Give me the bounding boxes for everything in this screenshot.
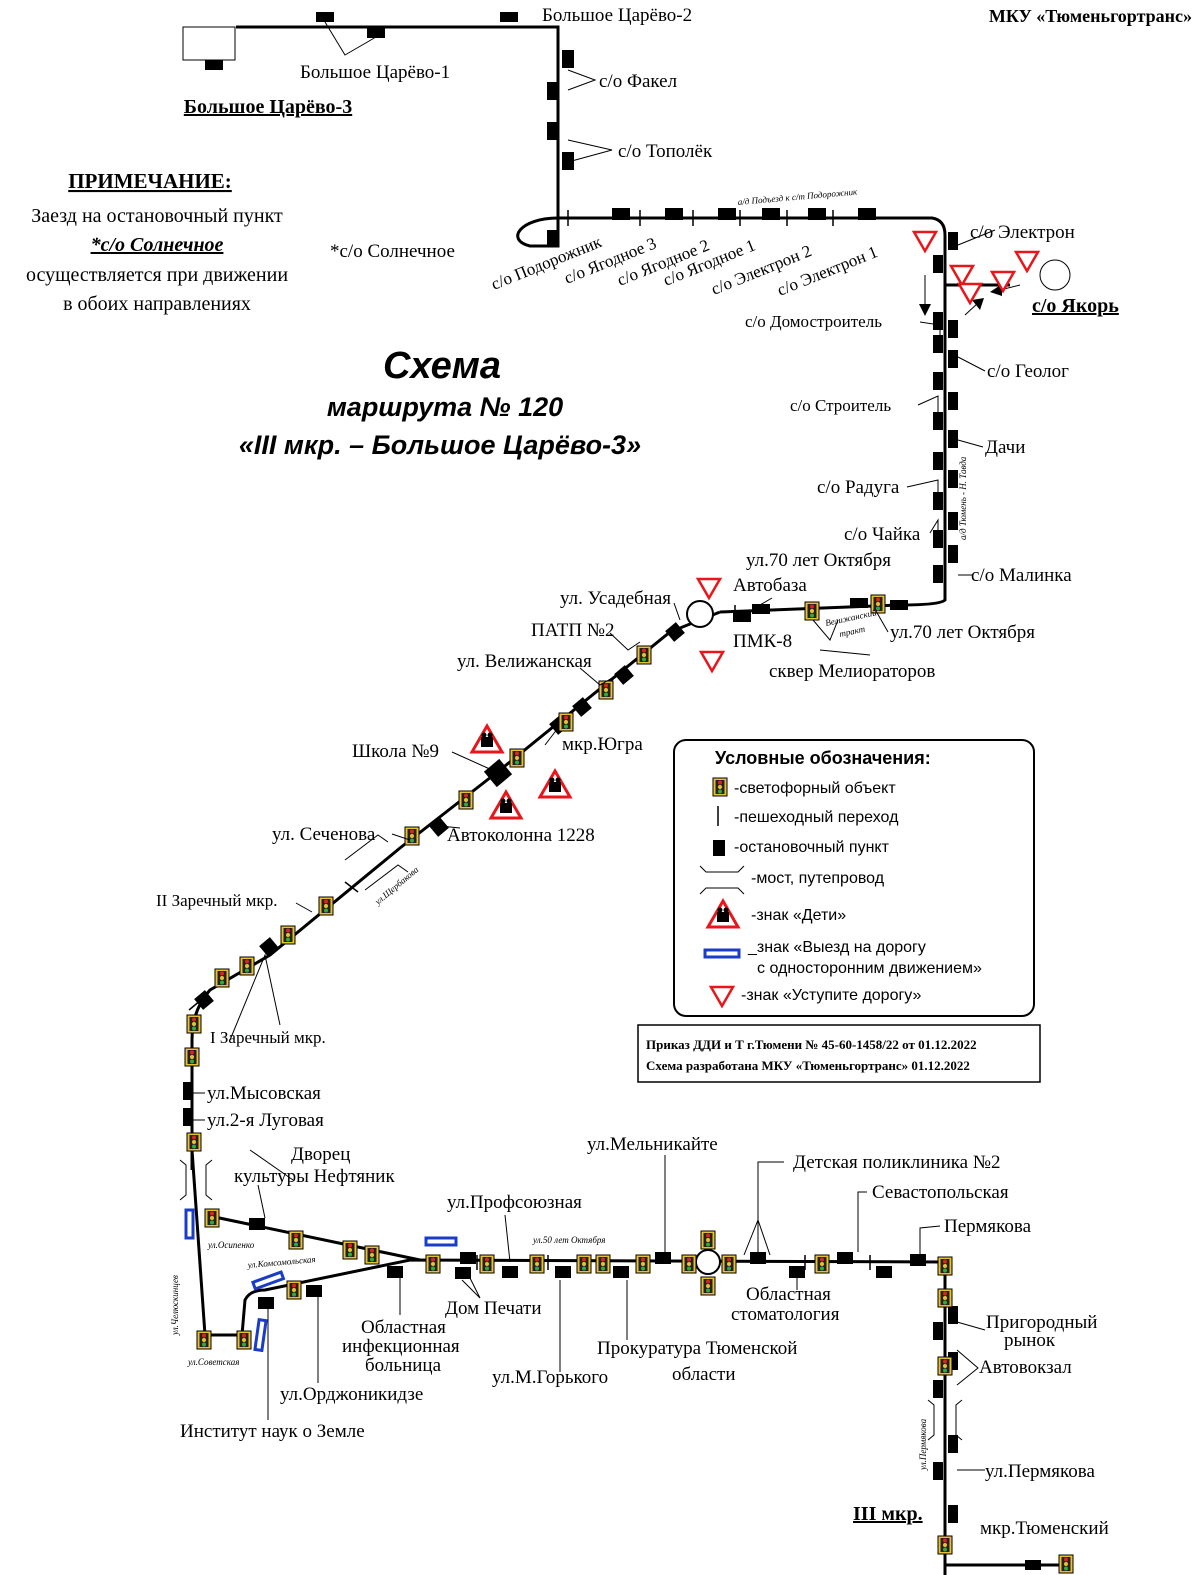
stop-label: Дворец	[291, 1144, 350, 1165]
stop-label: ул.М.Горького	[492, 1367, 608, 1388]
stop-label: с/о Геолог	[987, 361, 1069, 382]
stop-label: с/о Малинка	[971, 565, 1072, 586]
stop-label: ул.2-я Луговая	[207, 1110, 324, 1131]
stop-label: ул.70 лет Октября	[890, 622, 1035, 643]
stop-label: Большое Царёво-1	[300, 62, 450, 83]
stop-label: Областная	[746, 1284, 831, 1305]
svg-text:Приказ ДДИ и Т г.Тюмени № 45-6: Приказ ДДИ и Т г.Тюмени № 45-60-1458/22 …	[646, 1037, 977, 1052]
stop-label: с/о Электрон	[970, 222, 1075, 243]
terminal-north: Большое Царёво-3	[184, 96, 352, 118]
stop-label: ул.Мысовская	[207, 1083, 321, 1104]
stop-label: рынок	[1004, 1330, 1056, 1351]
street-label: Велижанский	[824, 607, 878, 628]
street-label: ул.Советская	[187, 1357, 239, 1367]
stop-label: Автовокзал	[979, 1357, 1072, 1378]
street-label: ул.Осипенко	[207, 1240, 255, 1250]
svg-text:-остановочный пункт: -остановочный пункт	[734, 839, 890, 856]
stop-label: Большое Царёво-2	[542, 5, 692, 26]
stop-label: области	[672, 1364, 736, 1385]
stop-label: с/о Радуга	[817, 477, 900, 498]
stop-label: с/о Чайка	[844, 524, 921, 545]
stop-label: ПМК-8	[733, 631, 792, 652]
street-label: ул.Челюскинцев	[170, 1275, 180, 1336]
svg-text:Схема разработана МКУ «Тюменьг: Схема разработана МКУ «Тюменьгортранс» 0…	[646, 1058, 970, 1073]
note-heading: ПРИМЕЧАНИЕ:	[68, 169, 232, 193]
street-label: тракт	[838, 624, 866, 639]
stop-label: ул. Сеченова	[272, 824, 376, 845]
roundabout-usadebnaya	[686, 600, 714, 628]
street-label: ул.Комсомольская	[246, 1254, 316, 1270]
map-subtitle-terminals: «III мкр. – Большое Царёво-3»	[239, 430, 641, 460]
stop-label: ул.Орджоникидзе	[280, 1384, 423, 1405]
svg-text:-знак «Дети»: -знак «Дети»	[751, 907, 846, 924]
stop-label: ул. Велижанская	[457, 651, 592, 672]
oneway-signs	[184, 1208, 458, 1353]
stop-label: с/о Факел	[599, 71, 678, 92]
stop-label: ул.70 лет Октября	[746, 550, 891, 571]
stop-label: ПАТП №2	[531, 620, 614, 641]
terminal-turnaround-north	[182, 26, 236, 61]
stop-label: Пригородный	[986, 1312, 1097, 1333]
crossing-ticks	[188, 210, 871, 1270]
stop-label: *с/о Солнечное	[330, 241, 455, 262]
stop-label: с/о Тополёк	[618, 141, 713, 162]
stop-label: Прокуратура Тюменской	[597, 1338, 797, 1359]
map-subtitle-route: маршрута № 120	[327, 392, 563, 422]
map-title: Схема	[383, 345, 501, 387]
terminal-south: III мкр.	[853, 1503, 923, 1525]
stop-label: мкр.Тюменский	[980, 1518, 1109, 1539]
legend-title: Условные обозначения:	[715, 748, 931, 768]
stop-label: Школа №9	[352, 741, 439, 762]
stop-label: I Заречный мкр.	[210, 1028, 326, 1047]
note-line-2: *с/о Солнечное	[91, 234, 224, 256]
svg-text:-знак «Уступите дорогу»: -знак «Уступите дорогу»	[741, 987, 921, 1004]
stop-label: ул.Пермякова	[985, 1461, 1096, 1482]
note-line-4: в обоих направлениях	[63, 293, 251, 315]
stop-label: Дом Печати	[445, 1298, 542, 1319]
svg-text:-светофорный объект: -светофорный объект	[734, 780, 896, 797]
note-line-3: осуществляется при движении	[26, 264, 288, 286]
stop-label: Дачи	[985, 437, 1025, 458]
terminal-yakor: с/о Якорь	[1032, 295, 1119, 317]
stop-label: мкр.Югра	[562, 734, 643, 755]
stop-label: Автобаза	[733, 575, 807, 596]
stop-label: ул.Мельникайте	[587, 1134, 718, 1155]
stop-label: ул.Профсоюзная	[447, 1192, 582, 1213]
order-box: Приказ ДДИ и Т г.Тюмени № 45-60-1458/22 …	[637, 1024, 1041, 1083]
roundabout-melnikaite	[695, 1249, 721, 1275]
svg-text:-мост, путепровод: -мост, путепровод	[751, 870, 885, 887]
stop-label: стоматология	[731, 1304, 840, 1325]
street-label: ул.Щербакова	[372, 864, 421, 907]
bridges	[179, 834, 963, 1441]
svg-text:_знак «Выезд на дорогу: _знак «Выезд на дорогу	[747, 939, 926, 956]
stop-label: сквер Мелиораторов	[769, 661, 935, 682]
stop-label: с/о Строитель	[790, 396, 891, 415]
stop-label: ул. Усадебная	[560, 588, 671, 609]
street-label: ул.50 лет Октября	[532, 1235, 605, 1245]
organization-name: МКУ «Тюменьгортранс»	[989, 6, 1192, 26]
svg-text:-пешеходный переход: -пешеходный переход	[734, 809, 899, 826]
stop-label: с/о Домостроитель	[745, 312, 882, 331]
stop-label: Севастопольская	[872, 1182, 1009, 1203]
leader-lines	[190, 21, 996, 1471]
legend: Условные обозначения: -светофорный объек…	[673, 739, 1035, 1017]
stop-label: Областная	[361, 1317, 446, 1338]
stop-markers	[183, 12, 1041, 1570]
yakor-turnaround	[1039, 259, 1071, 291]
stop-label: Автоколонна 1228	[447, 825, 595, 846]
street-label: а/д Тюмень - Н. Тавда	[958, 456, 968, 540]
street-label: ул.Пермякова	[918, 1418, 928, 1471]
stop-label: Институт наук о Земле	[180, 1421, 365, 1442]
stop-label: инфекционная	[342, 1336, 460, 1357]
svg-text:с односторонним движением»: с односторонним движением»	[757, 960, 982, 977]
stop-label: Детская поликлиника №2	[793, 1152, 1001, 1173]
stop-label: Пермякова	[944, 1216, 1032, 1237]
note-line-1: Заезд на остановочный пункт	[31, 205, 283, 227]
stop-label: больница	[365, 1355, 442, 1376]
stop-label: культуры Нефтяник	[234, 1166, 395, 1187]
street-label: а/д Подъезд к с/т Подорожник	[737, 187, 858, 207]
stop-label: II Заречный мкр.	[156, 891, 277, 910]
